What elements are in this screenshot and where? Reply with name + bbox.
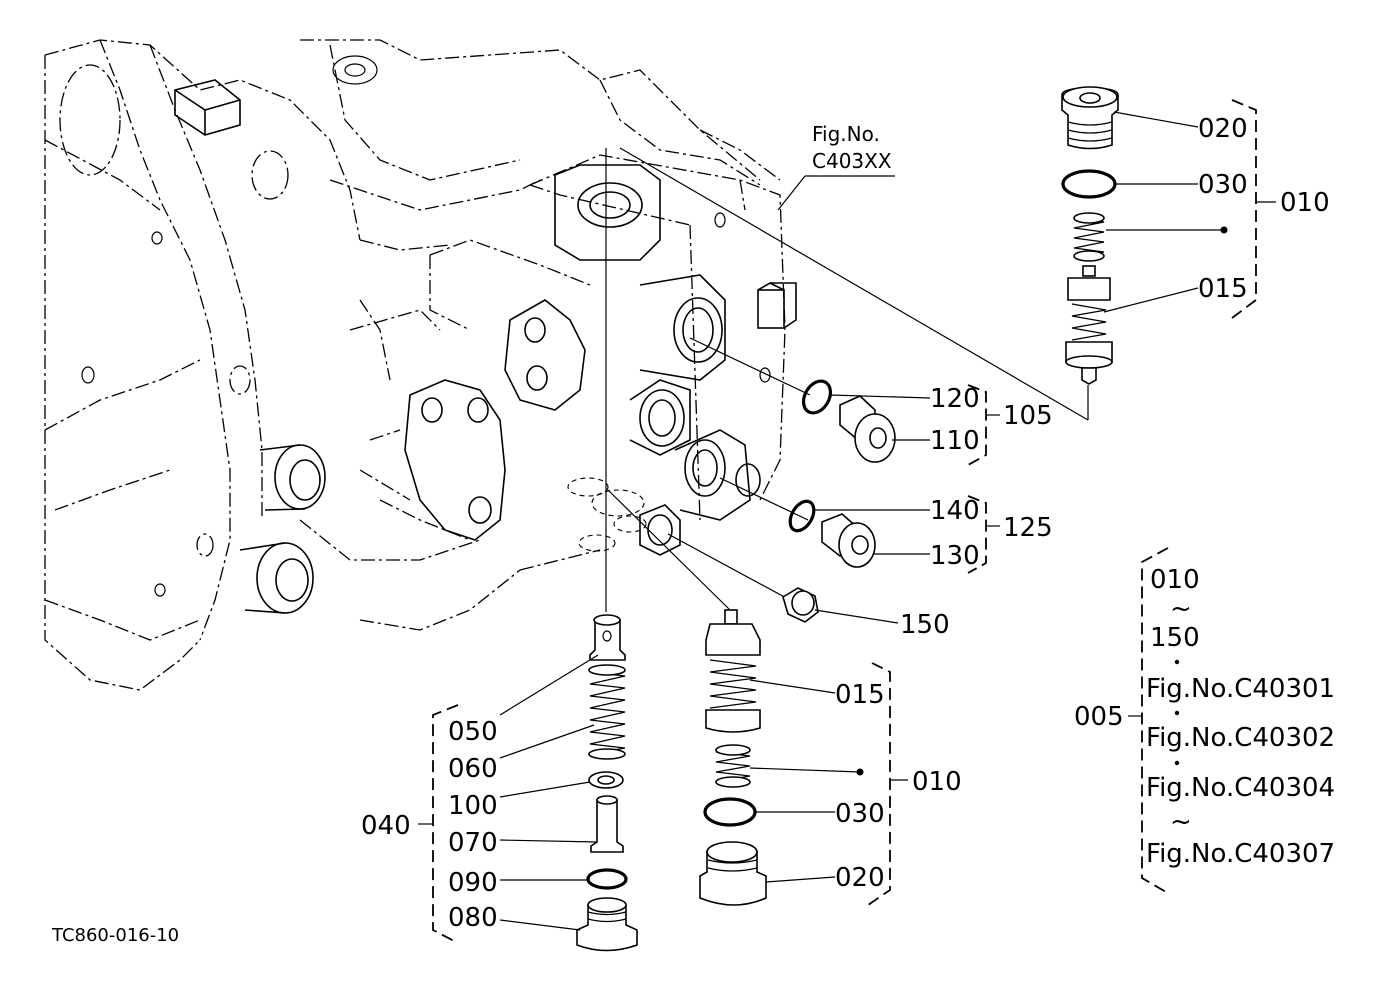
- label-105: 105: [1003, 401, 1053, 431]
- label-015-bottom: 015: [835, 680, 885, 710]
- label-130: 130: [930, 541, 980, 571]
- note-range-end: 150: [1150, 623, 1200, 653]
- label-015-top: 015: [1198, 274, 1248, 304]
- figure-ref-line1: Fig.No.: [812, 122, 880, 146]
- note-fig-4: Fig.No.C40307: [1146, 839, 1335, 869]
- label-125: 125: [1003, 513, 1053, 543]
- plug-150: 150: [782, 587, 950, 640]
- label-120: 120: [930, 384, 980, 414]
- label-090: 090: [448, 868, 498, 898]
- label-070: 070: [448, 828, 498, 858]
- relief-valve-assembly-top: 020 030 015 010: [1061, 86, 1330, 385]
- label-080: 080: [448, 903, 498, 933]
- note-tilde-2: ~: [1170, 807, 1192, 837]
- label-100: 100: [448, 791, 498, 821]
- note-fig-1: Fig.No.C40301: [1146, 674, 1335, 704]
- note-005-label: 005: [1074, 702, 1124, 732]
- figure-ref-line2: C403XX: [812, 149, 892, 173]
- assembly-axis-lines: [605, 147, 1089, 612]
- label-060: 060: [448, 754, 498, 784]
- figure-reference: Fig.No. C403XX: [777, 122, 895, 211]
- label-040: 040: [361, 811, 411, 841]
- valve-body: [349, 154, 797, 556]
- label-010-top: 010: [1280, 188, 1330, 218]
- label-150: 150: [900, 610, 950, 640]
- label-020-bottom: 020: [835, 863, 885, 893]
- note-range-start: 010: [1150, 565, 1200, 595]
- assembly-note-005: 005 010 ~ 150 Fig.No.C40301 Fig.No.C4030…: [1074, 547, 1335, 893]
- label-020-top: 020: [1198, 114, 1248, 144]
- label-030-bottom: 030: [835, 799, 885, 829]
- label-010-bottom: 010: [912, 767, 962, 797]
- drawing-code: TC860-016-10: [51, 925, 179, 946]
- label-030-top: 030: [1198, 170, 1248, 200]
- plug-assembly-105: 120 110 105: [801, 379, 1053, 466]
- plug-assembly-125: 140 130 125: [788, 495, 1053, 574]
- note-fig-2: Fig.No.C40302: [1146, 723, 1335, 753]
- transmission-housing: [44, 39, 781, 691]
- label-050: 050: [448, 717, 498, 747]
- label-140: 140: [930, 496, 980, 526]
- label-110: 110: [930, 426, 980, 456]
- valve-assembly-040: 050 060 100 040 070 090 080: [361, 614, 638, 952]
- relief-valve-assembly-bottom: 015 010 030 020: [699, 609, 962, 906]
- note-fig-3: Fig.No.C40304: [1146, 773, 1335, 803]
- note-tilde-1: ~: [1170, 594, 1192, 624]
